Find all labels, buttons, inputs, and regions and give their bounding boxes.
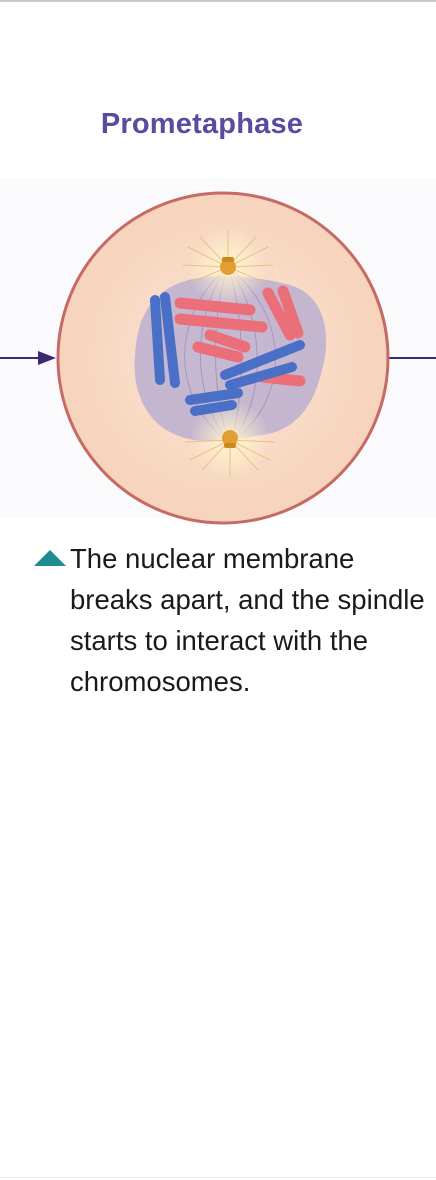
top-divider [0,0,436,2]
chromosome-blue [150,292,305,416]
phase-title: Prometaphase [100,108,304,140]
chromosomes [150,285,306,416]
incoming-arrow [0,351,56,365]
cell-diagram [0,191,436,525]
triangle-up-icon [34,550,66,566]
centrosome-bottom [222,430,238,448]
centrosome-top [220,257,236,275]
caption-text: The nuclear membrane breaks apart, and t… [70,543,425,697]
bottom-divider [0,1177,436,1178]
